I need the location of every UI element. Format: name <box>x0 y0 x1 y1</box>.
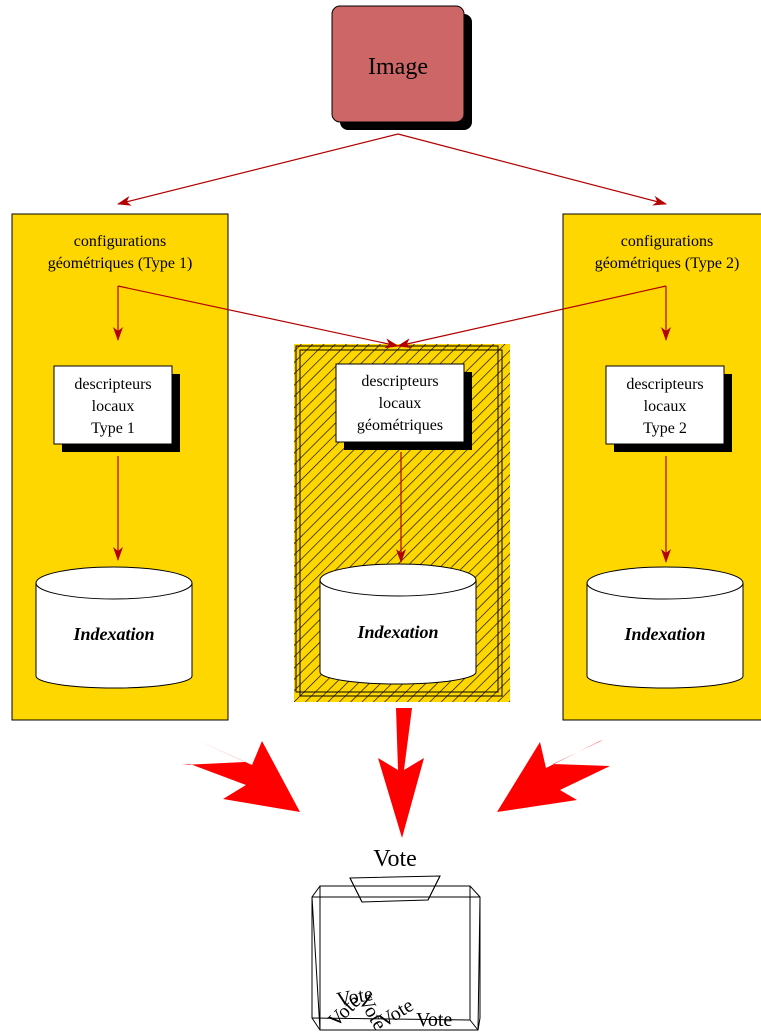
big-arrow-middle <box>378 708 424 838</box>
image-to-panels-arrows <box>117 133 667 206</box>
arrow-image-to-type1 <box>117 133 399 206</box>
panel-type2-header-line2: géométriques (Type 2) <box>595 255 740 272</box>
big-arrows <box>182 708 610 838</box>
fork-arrows <box>113 285 671 349</box>
image-label: Image <box>368 54 428 80</box>
descriptor-geometric-line3: géométriques <box>357 417 443 434</box>
index-geometric-label: Indexation <box>356 622 438 642</box>
image-node: Image <box>331 5 472 130</box>
descriptor-geometric-line1: descripteurs <box>361 373 438 390</box>
ballot-box <box>311 875 481 1031</box>
fork-type1-to-middle <box>117 285 399 349</box>
index-type2-label: Indexation <box>623 624 705 644</box>
arrow-image-to-type2 <box>397 133 667 206</box>
fork-type2-to-middle <box>397 285 667 349</box>
descriptor-type1-line2: locaux <box>92 398 135 415</box>
descriptor-type1-line1: descripteurs <box>74 376 151 393</box>
descriptor-type2: descripteurs locaux Type 2 <box>605 365 732 452</box>
descriptor-geometric-line2: locaux <box>379 395 422 412</box>
descriptor-geometric: descripteurs locaux géométriques <box>335 363 472 450</box>
ballots: Vote Vote Vote Vote Vote <box>324 983 452 1034</box>
vote-label: Vote <box>373 846 417 872</box>
big-arrow-right <box>497 740 610 812</box>
descriptor-type2-line2: locaux <box>644 398 687 415</box>
index-cylinder-type2: Indexation <box>586 566 744 689</box>
panel-type2-header-line1: configurations <box>621 233 713 250</box>
big-arrow-left <box>182 739 300 812</box>
descriptor-type1-line3: Type 1 <box>91 420 135 437</box>
index-type1-label: Indexation <box>72 624 154 644</box>
descriptor-to-index-arrows <box>113 452 671 563</box>
index-cylinder-type1: Indexation <box>35 566 193 689</box>
descriptor-type2-line1: descripteurs <box>626 376 703 393</box>
index-cylinder-geometric: Indexation <box>319 563 477 685</box>
descriptor-type1: descripteurs locaux Type 1 <box>53 365 180 452</box>
ballot-5: Vote <box>416 1009 452 1031</box>
panel-type1-header-line2: géométriques (Type 1) <box>48 255 193 272</box>
ballot-slot <box>349 875 441 903</box>
descriptor-type2-line3: Type 2 <box>643 420 687 437</box>
panel-type1-header-line1: configurations <box>74 233 166 250</box>
